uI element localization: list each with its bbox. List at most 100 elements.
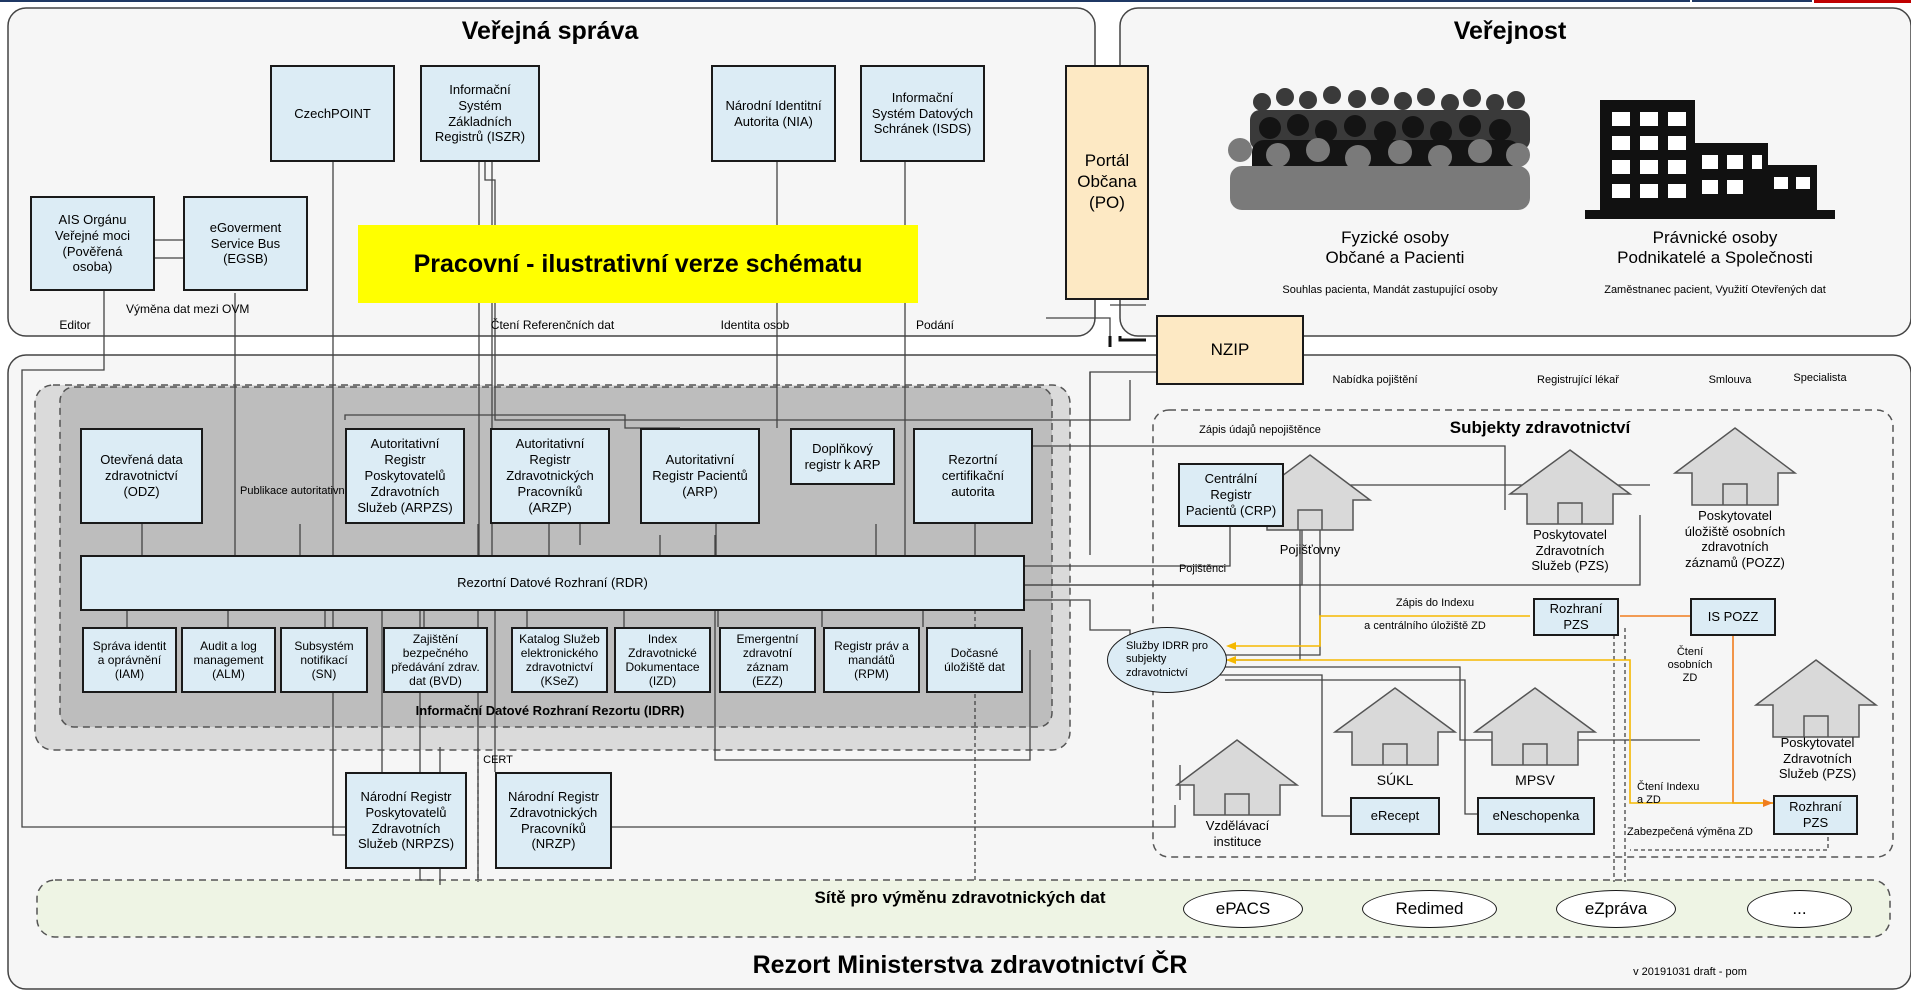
nia-box: Národní Identitní Autorita (NIA) xyxy=(711,65,836,162)
public-title: Veřejnost xyxy=(1453,17,1567,45)
odz-box: Otevřená data zdravotnictví (ODZ) xyxy=(80,428,203,524)
index-write-line xyxy=(1230,615,1530,647)
sn-module: Subsystém notifikací (SN) xyxy=(280,627,368,693)
registering-doctor-label: Registrující lékař xyxy=(1537,374,1619,386)
arp-extra-box: Doplňkový registr k ARP xyxy=(790,428,895,485)
arrow-head xyxy=(1226,642,1236,650)
contract-label: Smlouva xyxy=(1708,374,1752,386)
public-admin-title: Veřejná správa xyxy=(461,17,639,45)
editor-label: Editor xyxy=(59,318,91,332)
filing-label: Podání xyxy=(915,318,955,332)
pozz-label: Poskytovatel úložiště osobních zdravotní… xyxy=(1684,508,1786,570)
idrr-title: Informační Datové Rozhraní Rezortu (IDRR… xyxy=(415,703,685,718)
eneschopenka-box: eNeschopenka xyxy=(1477,797,1595,835)
rdr-insurers-line xyxy=(1025,515,1303,586)
nrpzs-box: Národní Registr Poskytovatelů Zdravotníc… xyxy=(345,772,467,869)
services-eneschopenka-line xyxy=(1225,679,1480,815)
arrow-head xyxy=(1226,656,1236,664)
index-write-label-1: Zápis do Indexu xyxy=(1395,597,1475,609)
mpsv-label: MPSV xyxy=(1515,772,1555,788)
subjects-title: Subjekty zdravotnictví xyxy=(1449,418,1631,437)
uninsured-label: Zápis údajů nepojištěnce xyxy=(1199,424,1321,436)
portal-nzip-thick xyxy=(1108,336,1146,347)
alm-module: Audit a log management (ALM) xyxy=(181,627,276,693)
persons-title: Fyzické osoby Občané a Pacienti xyxy=(1325,228,1465,268)
ministry-title: Rezort Ministerstva zdravotnictví ČR xyxy=(752,951,1188,979)
ezz-module: Emergentní zdravotní záznam (EZZ) xyxy=(719,627,816,693)
idrr-services-oval: Služby IDRR pro subjekty zdravotnictví xyxy=(1107,627,1227,693)
buildings-icon xyxy=(1585,100,1835,219)
isds-box: Informační Systém Datových Schránek (ISD… xyxy=(860,65,985,162)
ais-egsb-link xyxy=(153,239,183,259)
ezz-line xyxy=(714,609,1031,761)
pzs-house-icon xyxy=(1507,449,1633,525)
publication-label: Publikace autoritativních dat xyxy=(240,485,378,497)
top-stripe xyxy=(1814,0,1911,3)
people-crowd-icon xyxy=(1228,86,1530,210)
rca-line xyxy=(1032,445,1506,510)
rpm-module: Registr práv a mandátů (RPM) xyxy=(823,627,920,693)
sukl-label: SÚKL xyxy=(1376,772,1414,788)
is-pozz-box: IS POZZ xyxy=(1690,598,1776,636)
index-write-label-2: a centrálního úložiště ZD xyxy=(1364,620,1486,632)
temp-storage-module: Dočasné úložiště dat xyxy=(926,627,1023,693)
sukl-house-icon xyxy=(1332,687,1458,766)
egsb-box: eGoverment Service Bus (EGSB) xyxy=(183,196,308,291)
bvd-module: Zajištění bezpečného předávání zdrav. da… xyxy=(383,627,488,693)
mpsv-house-icon xyxy=(1472,687,1598,766)
nzip-box: NZIP xyxy=(1156,315,1304,385)
edu-house-icon xyxy=(1174,739,1300,816)
arpzs-box: Autoritativní Registr Poskytovatelů Zdra… xyxy=(345,428,465,524)
legal-title: Právnické osoby Podnikatelé a Společnost… xyxy=(1617,228,1813,268)
pzs2-label: Poskytovatel Zdravotních Služeb (PZS) xyxy=(1778,735,1857,782)
top-stripe xyxy=(0,0,1690,2)
legal-note: Zaměstnanec pacient, Využití Otevřených … xyxy=(1604,284,1826,296)
persons-note: Souhlas pacienta, Mandát zastupující oso… xyxy=(1282,284,1498,296)
services-pzs-line xyxy=(1200,666,1700,741)
national-connectors xyxy=(381,609,496,885)
network-redimed: Redimed xyxy=(1362,890,1497,928)
top-stripe xyxy=(1692,0,1812,2)
rdr-crp-line xyxy=(1025,527,1231,567)
arp-box: Autoritativní Registr Pacientů (ARP) xyxy=(640,428,760,524)
version-label: v 20191031 draft - pom xyxy=(1633,966,1747,978)
rca-box: Rezortní certifikační autorita xyxy=(913,428,1033,524)
edu-line xyxy=(610,805,1176,828)
pzs2-house-icon xyxy=(1753,659,1879,738)
services-erecept-line xyxy=(1220,674,1350,817)
identity-label: Identita osob xyxy=(720,318,790,332)
records-read-label: Čtení osobních ZD xyxy=(1667,646,1713,685)
index-read-label: Čtení Indexu a ZD xyxy=(1637,781,1700,807)
cert-label: CERT xyxy=(483,754,513,766)
czechpoint-box: CzechPOINT xyxy=(270,65,395,162)
iszr-box: Informační Systém Základních Registrů (I… xyxy=(420,65,540,162)
rdr-bar: Rezortní Datové Rozhraní (RDR) xyxy=(80,555,1025,611)
specialist-label: Specialista xyxy=(1793,372,1847,384)
insurers-label: Pojišťovny xyxy=(1279,542,1341,557)
iam-module: Správa identit a oprávnění (IAM) xyxy=(82,627,177,693)
interface-pzs-box: Rozhraní PZS xyxy=(1533,598,1619,636)
network-more: ... xyxy=(1747,890,1852,928)
erecept-box: eRecept xyxy=(1350,797,1440,835)
draft-banner: Pracovní - ilustrativní verze schématu xyxy=(358,225,918,303)
bottom-module-connectors xyxy=(126,609,924,627)
network-epacs: ePACS xyxy=(1183,890,1303,928)
networks-title: Sítě pro výměnu zdravotnických dat xyxy=(814,888,1106,907)
editor-line xyxy=(21,291,350,828)
ksez-module: Katalog Služeb elektronického zdravotnic… xyxy=(511,627,608,693)
arzp-box: Autoritativní Registr Zdravotnických Pra… xyxy=(490,428,610,524)
pozz-house-icon xyxy=(1672,427,1798,506)
nrzp-box: Národní Registr Zdravotnických Pracovník… xyxy=(495,772,612,869)
reading-ref-label: Čtení Referenčních dat xyxy=(490,318,615,332)
izd-module: Index Zdravotnické Dokumentace (IZD) xyxy=(614,627,711,693)
arrow-head xyxy=(1763,799,1773,807)
portal-box: Portál Občana (PO) xyxy=(1065,65,1149,300)
pzs-dashed xyxy=(1613,628,1626,882)
exchange-ovm-label: Výměna dat mezi OVM xyxy=(126,302,250,316)
czechpoint-line xyxy=(332,162,347,836)
ais-box: AIS Orgánu Veřejné moci (Pověřená osoba) xyxy=(30,196,155,291)
interface-pzs2-box: Rozhraní PZS xyxy=(1773,795,1858,835)
secure-exchange-label: Zabezpečená výměna ZD xyxy=(1627,826,1753,838)
edu-label: Vzdělávací instituce xyxy=(1205,818,1270,849)
